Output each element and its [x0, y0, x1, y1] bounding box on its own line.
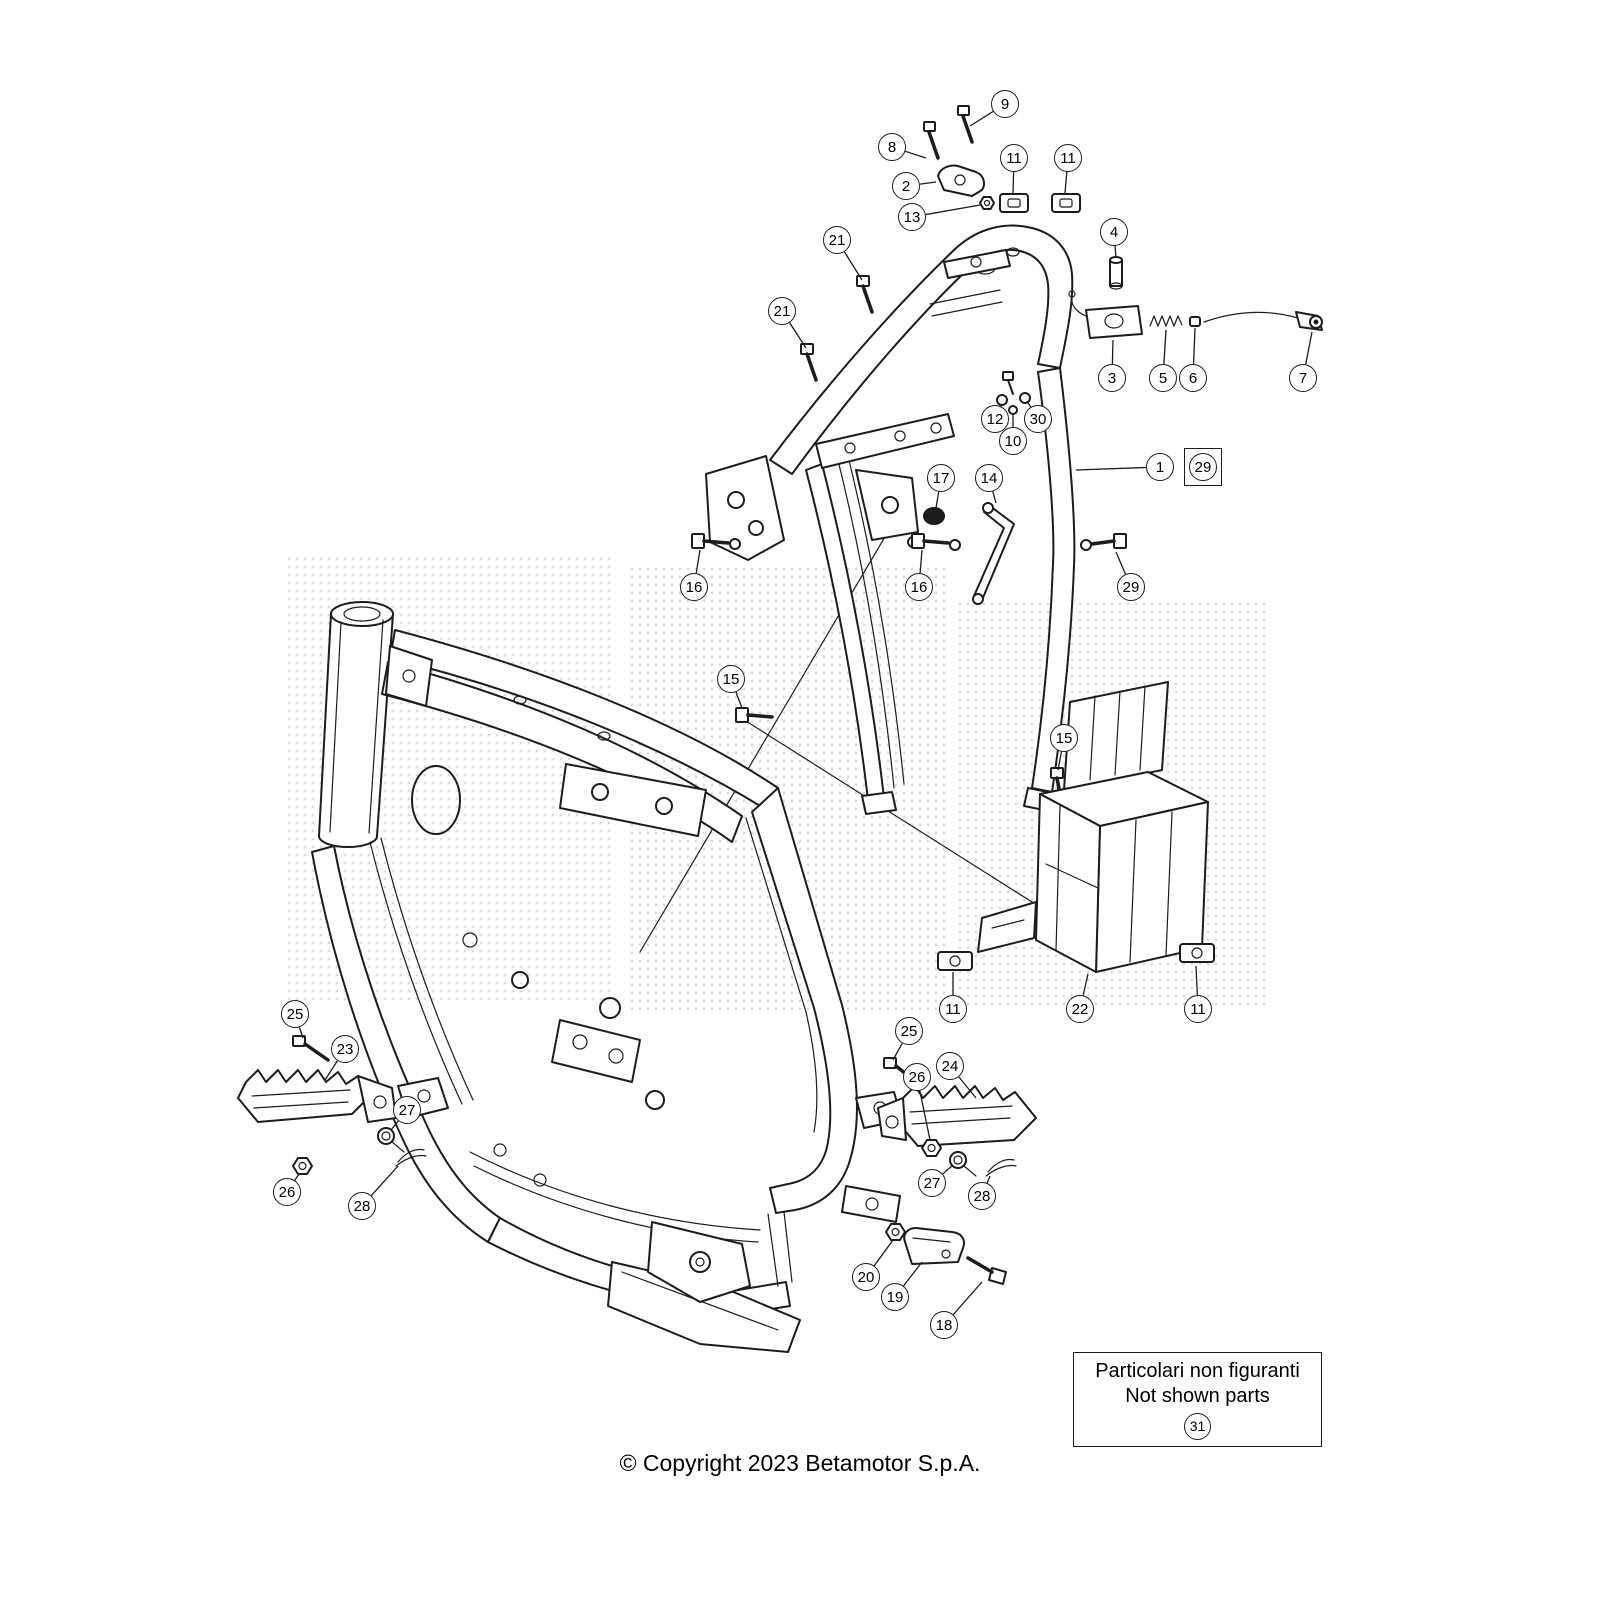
subframe-art	[705, 224, 1076, 815]
callout-30: 30	[1024, 405, 1052, 433]
callout-17: 17	[927, 464, 955, 492]
callout-26: 26	[903, 1063, 931, 1091]
callout-11: 11	[939, 995, 967, 1023]
callout-leader-lines	[294, 110, 1313, 1315]
callout-23: 23	[331, 1035, 359, 1063]
leader-line-28	[986, 1175, 991, 1184]
callout-18: 18	[930, 1311, 958, 1339]
leader-line-16	[695, 549, 701, 574]
callout-21: 21	[823, 226, 851, 254]
leader-line-25	[892, 1042, 903, 1061]
callout-15: 15	[717, 665, 745, 693]
callout-29: 29	[1184, 448, 1222, 486]
leader-line-5	[1163, 329, 1167, 365]
not-shown-parts-line-en: Not shown parts	[1125, 1385, 1270, 1407]
leader-line-15	[1057, 751, 1063, 771]
leader-line-3	[1111, 339, 1114, 365]
leader-line-26	[919, 1090, 931, 1141]
callout-16: 16	[680, 573, 708, 601]
callout-8: 8	[878, 133, 906, 161]
leader-line-19	[903, 1261, 923, 1287]
callout-25: 25	[281, 1000, 309, 1028]
leader-line-2	[919, 181, 937, 185]
callout-29-circle: 29	[1189, 453, 1217, 481]
callout-5: 5	[1149, 364, 1177, 392]
leader-line-18	[952, 1281, 983, 1315]
callout-10: 10	[999, 427, 1027, 455]
leader-line-22	[1082, 973, 1089, 996]
leader-line-17	[935, 491, 940, 509]
leader-line-11	[1012, 171, 1015, 194]
leader-line-11	[1064, 171, 1068, 194]
leader-line-27	[942, 1165, 953, 1175]
callout-28: 28	[348, 1192, 376, 1220]
callout-4: 4	[1100, 218, 1128, 246]
callout-24: 24	[936, 1052, 964, 1080]
leader-line-1	[1075, 466, 1147, 471]
callout-9: 9	[991, 90, 1019, 118]
leader-line-21	[843, 251, 863, 281]
callout-22: 22	[1066, 995, 1094, 1023]
leader-line-25	[298, 1027, 304, 1039]
callout-3: 3	[1098, 364, 1126, 392]
copyright-text: © Copyright 2023 Betamotor S.p.A.	[619, 1450, 981, 1476]
callout-7: 7	[1289, 364, 1317, 392]
leader-line-13	[925, 204, 981, 216]
callout-27: 27	[918, 1169, 946, 1197]
callout-13: 13	[898, 203, 926, 231]
rear-guard-art	[885, 1223, 1007, 1285]
footpeg-right-art	[877, 1057, 1037, 1177]
callout-21: 21	[768, 297, 796, 325]
callout-16: 16	[905, 573, 933, 601]
leader-line-14	[992, 491, 997, 504]
leader-line-28	[370, 1165, 399, 1197]
leader-line-24	[958, 1076, 977, 1099]
leader-line-7	[1305, 331, 1313, 365]
callout-11: 11	[1054, 144, 1082, 172]
callout-29: 29	[1117, 573, 1145, 601]
callout-28: 28	[968, 1182, 996, 1210]
callout-15: 15	[1050, 724, 1078, 752]
footpeg-left-art	[237, 1035, 427, 1175]
callout-11: 11	[1000, 144, 1028, 172]
leader-line-8	[905, 150, 927, 159]
leader-line-20	[873, 1239, 894, 1267]
callout-12: 12	[981, 405, 1009, 433]
leader-line-15	[735, 691, 743, 709]
battery-tray-art	[937, 681, 1215, 973]
leader-line-27	[390, 1120, 399, 1131]
callout-20: 20	[852, 1263, 880, 1291]
leader-line-11	[1195, 965, 1198, 996]
callout-2: 2	[892, 172, 920, 200]
callout-1: 1	[1146, 453, 1174, 481]
callout-31: 31	[1184, 1413, 1211, 1440]
callout-19: 19	[881, 1283, 909, 1311]
leader-line-6	[1192, 327, 1196, 365]
not-shown-parts-box: Particolari non figuranti Not shown part…	[1073, 1352, 1322, 1447]
leader-line-9	[969, 110, 994, 127]
callout-14: 14	[975, 464, 1003, 492]
leader-line-21	[789, 322, 807, 349]
not-shown-parts-line-it: Particolari non figuranti	[1095, 1360, 1300, 1382]
leader-line-16	[919, 549, 923, 574]
leader-line-26	[294, 1173, 300, 1181]
callout-26: 26	[273, 1178, 301, 1206]
callout-27: 27	[393, 1096, 421, 1124]
leader-line-4	[1114, 245, 1117, 259]
leader-line-23	[324, 1060, 338, 1081]
callout-6: 6	[1179, 364, 1207, 392]
callout-25: 25	[895, 1017, 923, 1045]
leader-line-29	[1115, 551, 1127, 575]
callout-11: 11	[1184, 995, 1212, 1023]
main-frame-art	[311, 601, 903, 1353]
small-parts-art	[691, 105, 1323, 802]
